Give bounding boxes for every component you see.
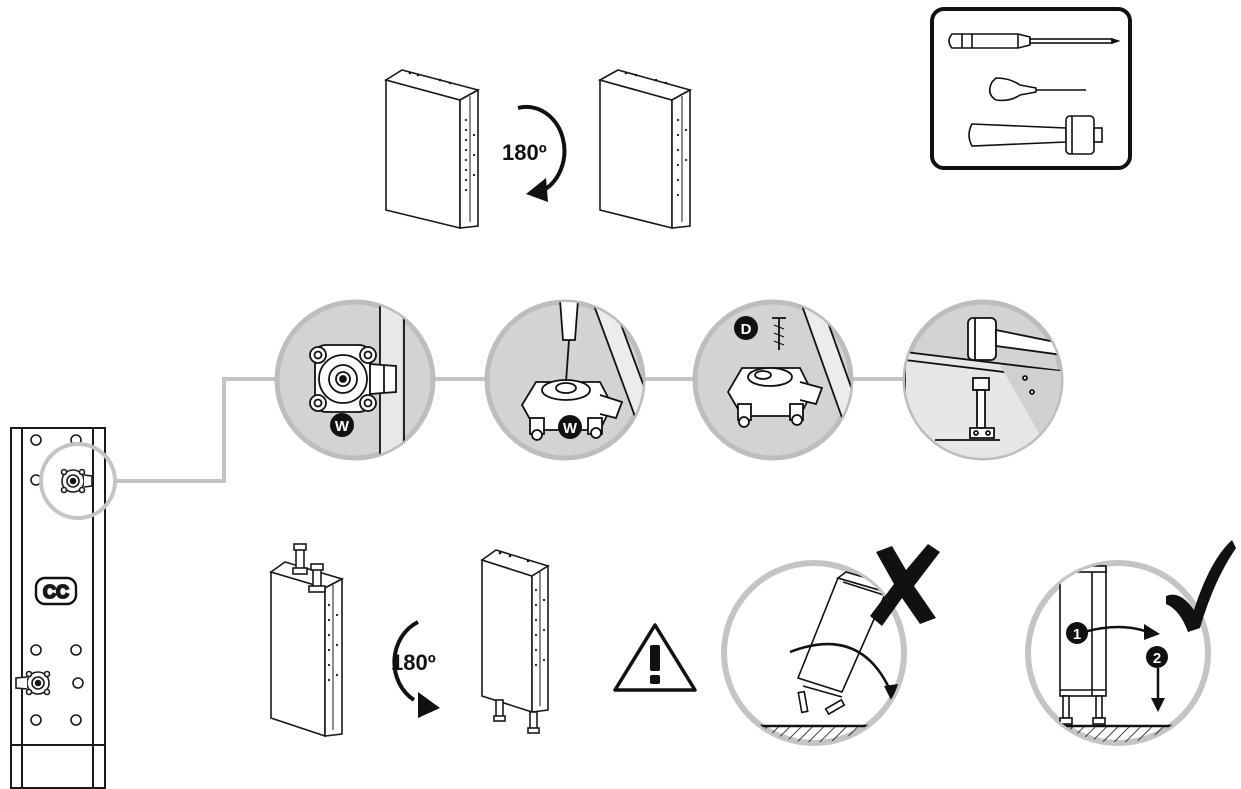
detail-step-dowel: D <box>692 299 854 461</box>
leg-plate-top-small <box>60 468 93 494</box>
badge-d <box>734 316 758 340</box>
badge-step-2 <box>1146 646 1168 668</box>
cc-label: CC <box>34 576 78 606</box>
mallet-icon <box>968 115 1103 155</box>
svg-text:W: W <box>335 418 350 435</box>
detail-step-screw: W <box>484 299 646 461</box>
svg-text:D: D <box>741 321 752 338</box>
top-cabinet-right <box>597 69 693 230</box>
detail-step-hammer <box>902 299 1064 461</box>
correct-method-circle: 1 2 <box>1025 540 1236 746</box>
svg-text:CC: CC <box>43 582 69 602</box>
check-icon <box>1166 540 1236 632</box>
warning-icon <box>613 623 697 692</box>
svg-text:W: W <box>563 420 578 437</box>
badge-step-1 <box>1066 622 1088 644</box>
wrong-method-circle <box>721 544 940 746</box>
tools-box <box>930 7 1132 170</box>
bottom-cabinet-upside <box>269 543 345 738</box>
side-panel: CC <box>10 427 106 789</box>
leg-plate-bottom-small <box>15 670 51 696</box>
legs-down <box>493 699 540 734</box>
badge-w-2 <box>558 415 582 439</box>
cross-icon <box>870 544 940 626</box>
screwdriver-icon <box>948 33 1121 49</box>
legs-up <box>292 543 326 593</box>
top-rotation-label: 180º <box>502 140 547 165</box>
badge-w-1 <box>330 413 354 437</box>
detail-step-plate: W <box>274 299 436 461</box>
svg-text:2: 2 <box>1153 650 1161 667</box>
bottom-rotation-arrow: 180º <box>391 620 440 718</box>
bottom-cabinet-upright <box>480 549 550 734</box>
bottom-rotation-label: 180º <box>391 650 436 675</box>
top-cabinet-left <box>384 69 481 230</box>
top-rotation-arrow: 180º <box>502 104 567 202</box>
awl-icon <box>988 77 1086 102</box>
svg-text:1: 1 <box>1073 626 1081 643</box>
